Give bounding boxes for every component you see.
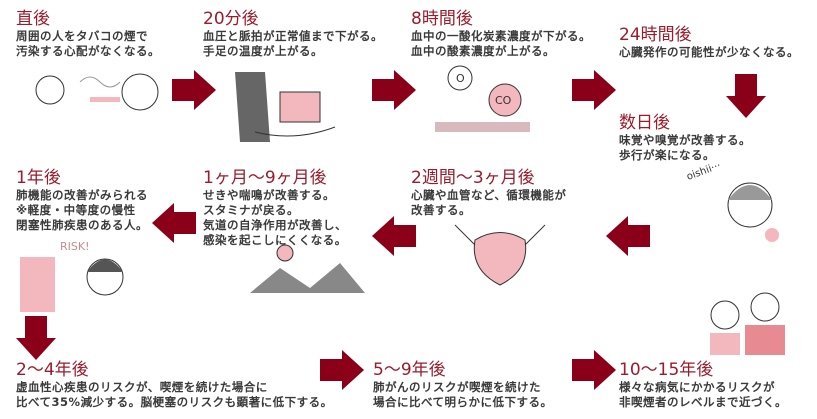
step-2-4years: 2〜4年後 虚血性心疾患のリスクが、喫煙を続けた場合に 比べて35%減少する。脳… [16, 360, 333, 410]
oishii-text: oishii··· [685, 160, 722, 182]
step-20min: 20分後 血圧と脈拍が正常値まで下がる。 手足の温度が上がる。 [203, 9, 383, 59]
step-title: 2週間〜3ヶ月後 [411, 168, 535, 188]
risk-text: RISK! [60, 240, 90, 253]
arrow-right-icon [372, 70, 416, 110]
oxygen-label: O [456, 72, 465, 85]
step-desc: 周囲の人をタバコの煙で 汚染する心配がなくなる。 [16, 29, 160, 58]
step-title: 数日後 [619, 113, 670, 133]
arrow-down-icon [16, 316, 56, 360]
step-several-days: 数日後 味覚や嗅覚が改善する。 歩行が楽になる。 [619, 113, 751, 163]
arrow-right-icon [320, 350, 364, 390]
step-title: 1ヶ月〜9ヶ月後 [203, 168, 327, 188]
step-title: 2〜4年後 [16, 360, 89, 380]
arrow-left-icon [606, 216, 650, 256]
step-desc: 心臓発作の可能性が少なくなる。 [619, 45, 799, 59]
step-8hours: 8時間後 血中の一酸化炭素濃度が下がる。 血中の酸素濃度が上がる。 [411, 9, 591, 59]
step-10-15years: 10〜15年後 様々な病気にかかるリスクが 非喫煙者のレベルまで近づく。 [619, 360, 787, 410]
step-desc: せきや喘鳴が改善する。 スタミナが戻る。 気道の自浄作用が改善し、 感染を起こし… [203, 188, 347, 247]
step-2weeks-3months: 2週間〜3ヶ月後 心臓や血管など、循環機能が 改善する。 [411, 168, 566, 218]
step-24hours: 24時間後 心臓発作の可能性が少なくなる。 [619, 25, 799, 60]
secondhand-smoke-illustration [35, 73, 159, 111]
risk-person-illustration: RISK! [20, 240, 124, 312]
arrow-right-icon [572, 70, 616, 110]
running-person-illustration [250, 244, 365, 293]
heart-illustration [454, 224, 546, 286]
blood-pressure-illustration [235, 72, 336, 142]
step-desc: 血圧と脈拍が正常値まで下がる。 手足の温度が上がる。 [203, 29, 383, 58]
arrow-right-icon [572, 350, 616, 390]
arrow-left-icon [372, 216, 416, 256]
step-desc: 肺がんのリスクが喫煙を続けた 場合に比べて明らかに低下する。 [373, 380, 553, 409]
arrow-down-icon [726, 74, 766, 118]
step-desc: 心臓や血管など、循環機能が 改善する。 [411, 188, 567, 217]
step-title: 10〜15年後 [619, 360, 714, 380]
step-desc: 虚血性心疾患のリスクが、喫煙を続けた場合に 比べて35%減少する。脳梗塞のリスク… [16, 380, 333, 409]
step-1-9months: 1ヶ月〜9ヶ月後 せきや喘鳴が改善する。 スタミナが戻る。 気道の自浄作用が改善… [203, 168, 347, 248]
step-title: 直後 [16, 9, 50, 29]
arrow-left-icon [152, 203, 196, 243]
step-desc: 様々な病気にかかるリスクが 非喫煙者のレベルまで近づく。 [619, 380, 787, 409]
co-label: CO [495, 94, 512, 107]
step-desc: 肺機能の改善がみられる ※軽度・中等度の慢性 閉塞性肺疾患のある人。 [16, 188, 148, 232]
step-title: 20分後 [203, 9, 259, 29]
step-title: 24時間後 [619, 25, 692, 45]
step-5-9years: 5〜9年後 肺がんのリスクが喫煙を続けた 場合に比べて明らかに低下する。 [373, 360, 553, 410]
step-title: 5〜9年後 [373, 360, 446, 380]
step-desc: 味覚や嗅覚が改善する。 歩行が楽になる。 [619, 133, 751, 162]
step-title: 1年後 [16, 168, 61, 188]
tasting-person-illustration: oishii··· [685, 160, 779, 242]
step-title: 8時間後 [411, 9, 473, 29]
step-1year: 1年後 肺機能の改善がみられる ※軽度・中等度の慢性 閉塞性肺疾患のある人。 [16, 168, 148, 233]
step-desc: 血中の一酸化炭素濃度が下がる。 血中の酸素濃度が上がる。 [411, 29, 591, 58]
oxygen-co-bulbs-illustration: O CO [435, 65, 530, 132]
arrow-right-icon [172, 70, 216, 110]
step-immediately: 直後 周囲の人をタバコの煙で 汚染する心配がなくなる。 [16, 9, 160, 59]
couple-illustration [710, 292, 785, 355]
